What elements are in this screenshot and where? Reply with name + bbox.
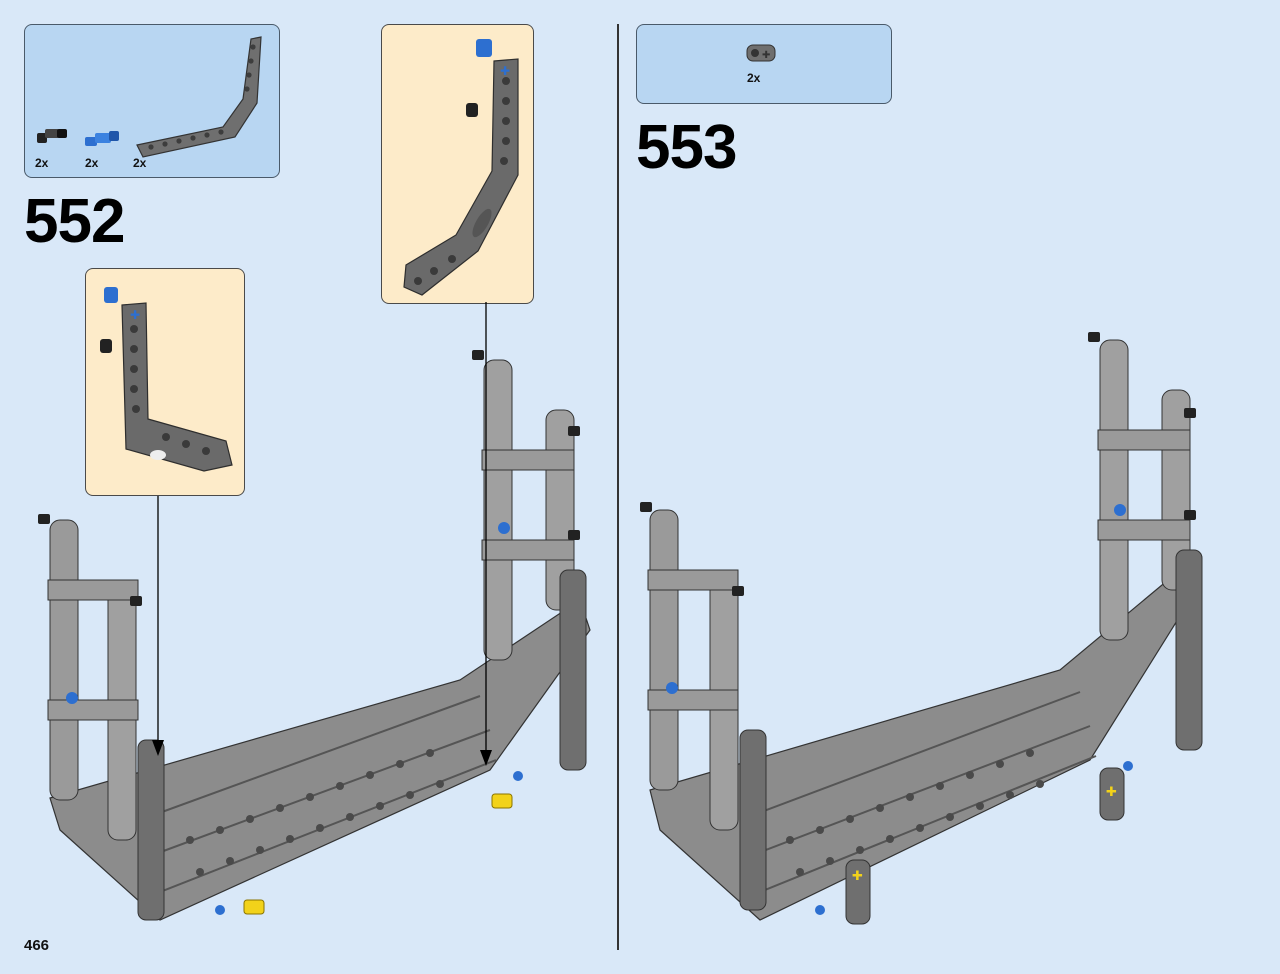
- subassembly-callout-right: ✚: [381, 24, 534, 304]
- bent-beam-icon: [136, 36, 262, 158]
- black-friction-pin-icon: [37, 129, 67, 143]
- subassembly-callout-left: ✚: [85, 268, 245, 496]
- parts-list-552: 2x 2x 2x: [24, 24, 280, 178]
- page-number: 466: [24, 937, 50, 954]
- part-qty-pin: 2x: [35, 156, 49, 170]
- l-beam-subassembly-icon: ✚: [100, 287, 233, 472]
- step-number-552: 552: [24, 187, 125, 256]
- part-qty-connector: 2x: [747, 71, 761, 85]
- blue-axle-pin-icon: [85, 131, 119, 146]
- model-illustration-552: [38, 302, 591, 921]
- svg-text:✚: ✚: [500, 64, 510, 78]
- page-divider: [617, 24, 619, 950]
- svg-text:✚: ✚: [762, 50, 770, 61]
- step-number-553: 553: [636, 113, 737, 182]
- svg-text:✚: ✚: [1106, 785, 1117, 800]
- model-illustration-553: ✚ ✚: [640, 332, 1203, 925]
- svg-text:✚: ✚: [130, 308, 140, 322]
- bent-beam-subassembly-icon: ✚: [403, 39, 519, 296]
- part-qty-axle-pin: 2x: [85, 156, 99, 170]
- part-qty-beam: 2x: [133, 156, 147, 170]
- parts-illustration-552: [37, 36, 262, 158]
- svg-text:✚: ✚: [852, 869, 863, 884]
- parts-list-553: ✚ 2x: [636, 24, 892, 104]
- cross-connector-icon: ✚: [746, 44, 776, 62]
